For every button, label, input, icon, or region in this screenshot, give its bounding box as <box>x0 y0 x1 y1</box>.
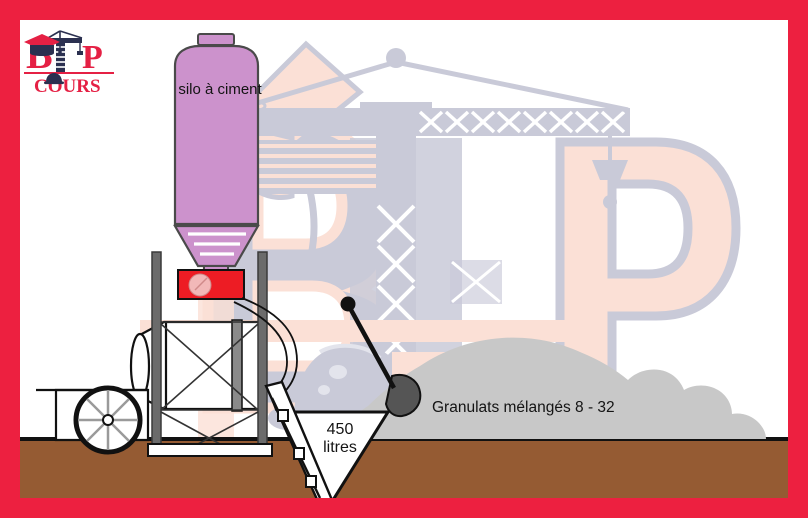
aggregate-pile <box>338 337 766 439</box>
logo-graduation-cap-icon <box>24 34 62 56</box>
logo-underline <box>24 72 114 74</box>
diagram-canvas: silo à ciment 450 litres Granulats mélan… <box>20 20 788 498</box>
silo-cap <box>197 33 235 46</box>
btp-cours-logo: B P <box>24 30 114 97</box>
silo <box>173 33 260 281</box>
skip-capacity-label: 450 litres <box>323 421 357 456</box>
shovel <box>340 296 422 418</box>
crane-stripes-right <box>450 260 502 304</box>
silo-label: silo à ciment <box>178 81 262 98</box>
logo-hard-hat-icon <box>44 73 64 85</box>
concrete-mixer <box>36 319 268 455</box>
logo-cours-text: COURS <box>34 76 101 97</box>
silo-support-tower <box>147 251 273 457</box>
silo-cone-bands <box>188 232 246 256</box>
aggregate-pile-label: Granulats mélangés 8 - 32 <box>432 399 615 416</box>
skip-bucket <box>264 380 391 498</box>
ground <box>20 437 788 498</box>
watermark-letter-p <box>555 137 741 413</box>
dosing-unit <box>177 269 245 300</box>
logo-letter-p: P <box>82 39 103 76</box>
scene-layer <box>20 33 788 498</box>
